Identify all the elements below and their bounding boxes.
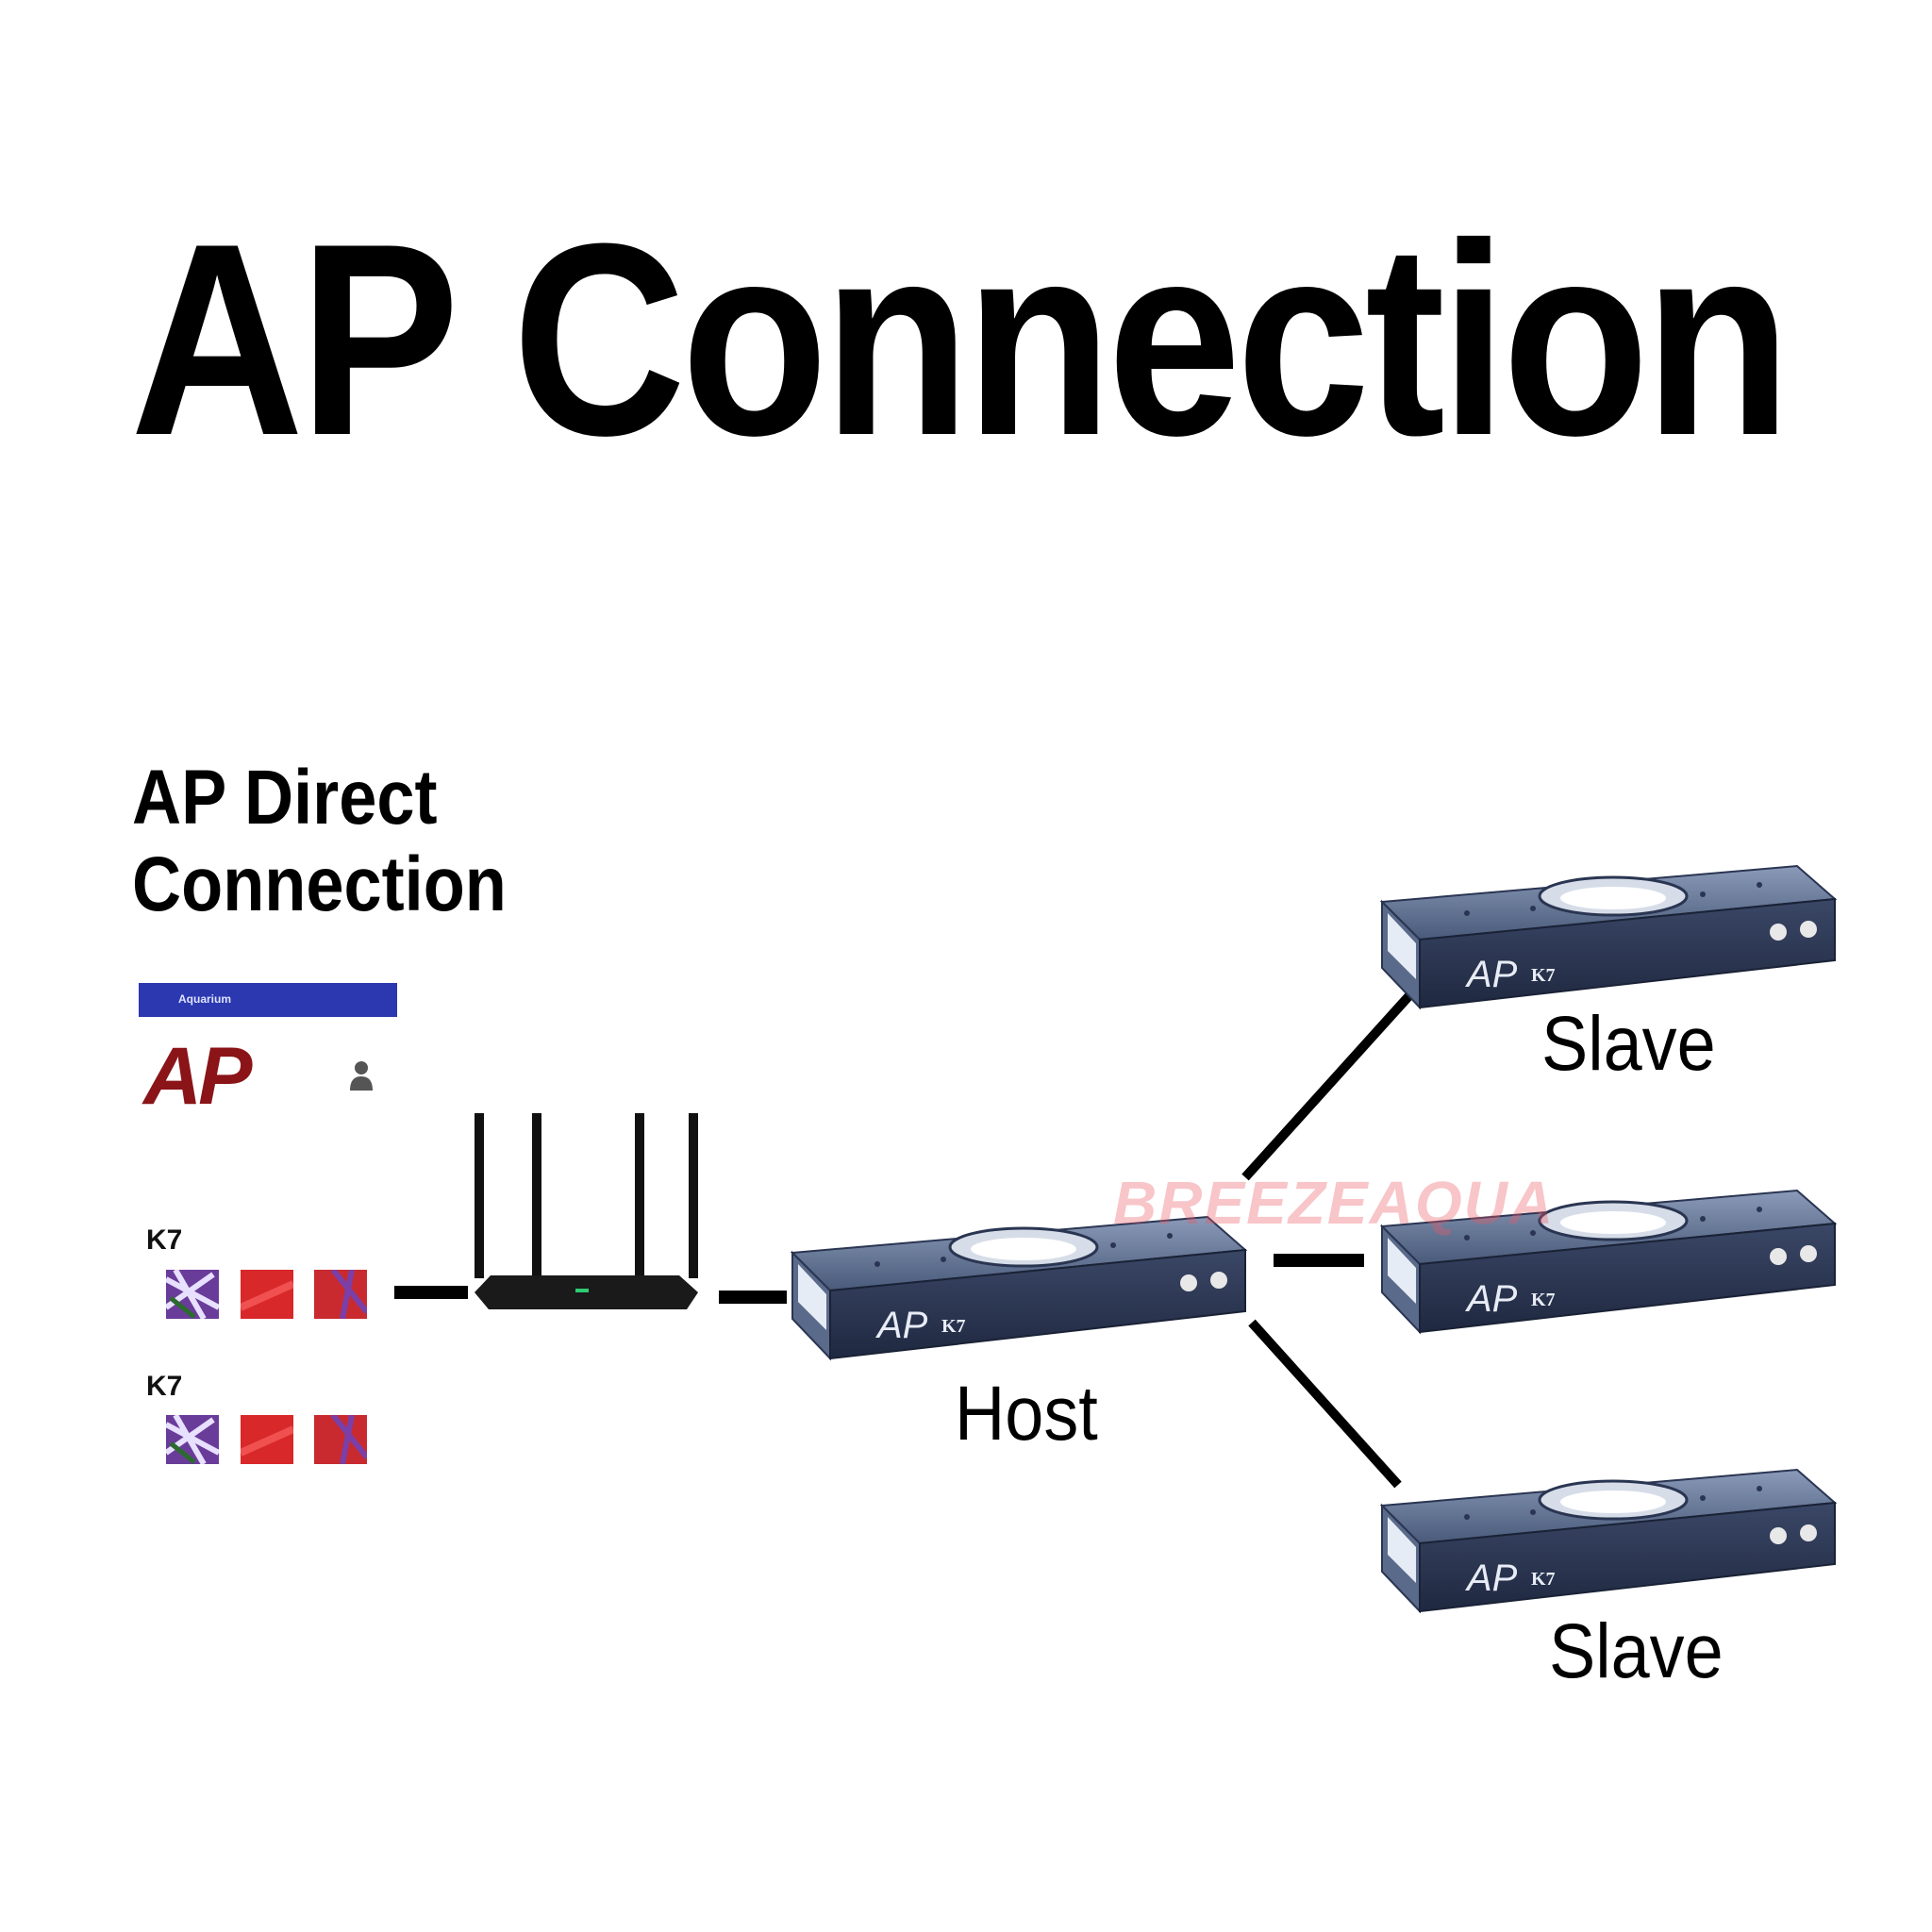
router-icon <box>475 1113 698 1309</box>
connection-line-host-slave-top <box>1241 989 1416 1181</box>
app-logo: AP <box>143 1031 252 1122</box>
thumbnail-red[interactable] <box>241 1415 293 1464</box>
user-icon <box>350 1061 373 1091</box>
connection-line-host-slave-bottom <box>1248 1319 1402 1489</box>
slave-device-top <box>1380 864 1837 1009</box>
slave-label-top: Slave <box>1541 1001 1716 1087</box>
watermark: BREEZEAQUA <box>1113 1169 1556 1237</box>
page-title: AP Connection <box>130 187 1791 492</box>
section-subtitle: AP Direct Connection <box>132 755 507 928</box>
slave-label-bottom: Slave <box>1549 1608 1724 1694</box>
slave-device-bottom <box>1380 1468 1837 1613</box>
thumbnail-purple[interactable] <box>166 1270 219 1319</box>
k7-label-row-2: K7 <box>146 1371 183 1402</box>
thumbnail-red-purple[interactable] <box>314 1415 367 1464</box>
app-header-text: Aquarium <box>178 992 232 1006</box>
app-header-bar: Aquarium <box>139 983 397 1017</box>
thumbnail-red[interactable] <box>241 1270 293 1319</box>
thumbnail-red-purple[interactable] <box>314 1270 367 1319</box>
subtitle-line-1: AP Direct <box>132 755 438 841</box>
thumbnail-purple[interactable] <box>166 1415 219 1464</box>
k7-label-row-1: K7 <box>146 1224 183 1256</box>
subtitle-line-2: Connection <box>132 841 507 927</box>
host-device <box>791 1215 1247 1360</box>
host-label: Host <box>955 1371 1098 1457</box>
